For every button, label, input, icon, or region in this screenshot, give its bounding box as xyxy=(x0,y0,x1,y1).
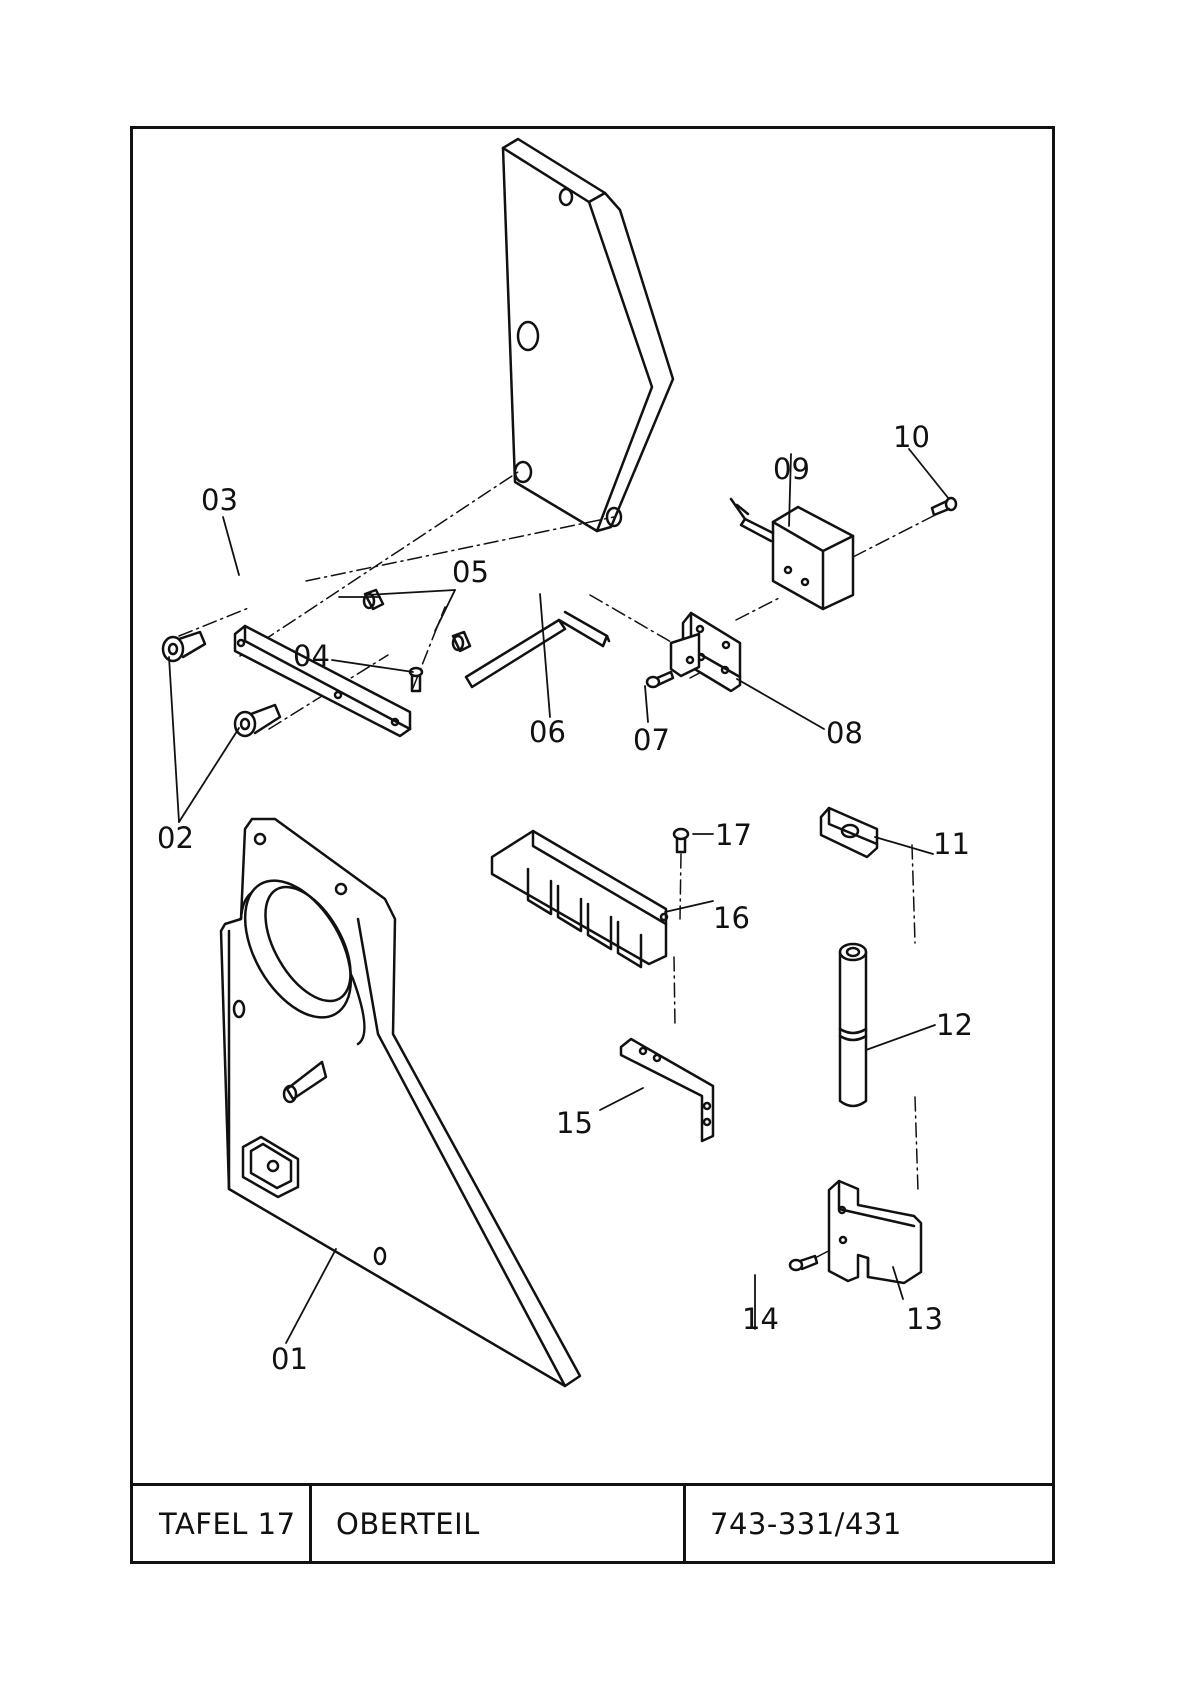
model-number: 743-331/431 xyxy=(686,1486,1052,1561)
plate-number: TAFEL 17 xyxy=(133,1486,312,1561)
block-09 xyxy=(731,499,853,609)
drawing-sheet: 03 02 04 05 06 07 08 09 10 11 12 13 14 1… xyxy=(130,126,1055,1564)
callout-03: 03 xyxy=(201,483,238,517)
assembly-name: OBERTEIL xyxy=(312,1486,686,1561)
rod-06 xyxy=(466,612,609,687)
spacer-05-lower xyxy=(453,632,470,651)
callout-06: 06 xyxy=(529,715,566,749)
screw-07 xyxy=(647,672,673,687)
callout-12: 12 xyxy=(936,1008,973,1042)
callout-01: 01 xyxy=(271,1342,308,1376)
exploded-parts-drawing: 03 02 04 05 06 07 08 09 10 11 12 13 14 1… xyxy=(133,129,1052,1483)
angle-bracket-15 xyxy=(621,1039,713,1141)
rail-16 xyxy=(492,831,667,967)
callout-04: 04 xyxy=(293,639,330,673)
callout-07: 07 xyxy=(633,723,670,757)
bracket-08 xyxy=(671,613,740,691)
shaft-12 xyxy=(840,944,866,1106)
callout-15: 15 xyxy=(556,1106,593,1140)
callout-13: 13 xyxy=(906,1302,943,1336)
housing-plate-01 xyxy=(221,819,580,1386)
callout-02: 02 xyxy=(157,821,194,855)
callout-16: 16 xyxy=(713,901,750,935)
callout-05: 05 xyxy=(452,555,489,589)
title-block: TAFEL 17 OBERTEIL 743-331/431 xyxy=(133,1483,1052,1561)
callout-14: 14 xyxy=(742,1302,779,1336)
holder-13 xyxy=(829,1181,921,1283)
screw-17 xyxy=(674,829,688,852)
callout-09: 09 xyxy=(773,452,810,486)
spacer-05-upper xyxy=(364,590,383,609)
callout-10: 10 xyxy=(893,420,930,454)
clamp-11 xyxy=(821,808,877,857)
screw-10 xyxy=(932,498,956,515)
screw-14 xyxy=(790,1256,817,1270)
screw-02-lower xyxy=(235,705,280,736)
callout-11: 11 xyxy=(933,827,970,861)
cover-plate xyxy=(503,139,673,531)
callout-08: 08 xyxy=(826,716,863,750)
callout-17: 17 xyxy=(715,818,752,852)
